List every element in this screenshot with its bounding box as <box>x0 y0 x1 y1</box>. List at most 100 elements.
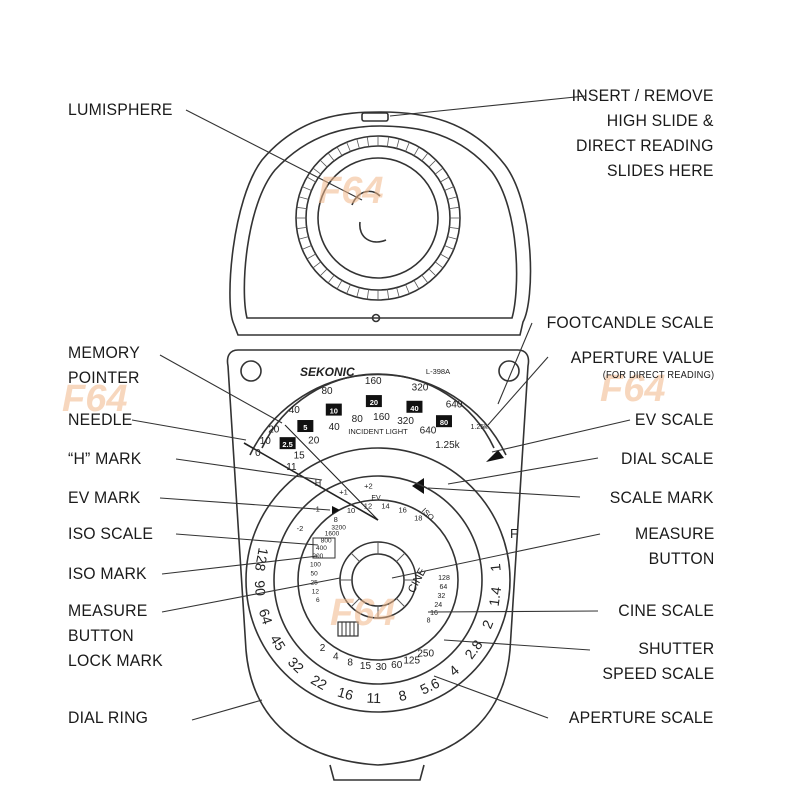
dial-scale-label: 20 <box>308 435 320 446</box>
measure-button-spoke <box>396 598 406 608</box>
lumisphere-highlight <box>359 221 387 243</box>
dial-scale-label: 40 <box>329 422 341 433</box>
leader-line <box>175 533 319 546</box>
brand-logo: SEKONIC <box>300 365 355 379</box>
incident-light-label: INCIDENT LIGHT <box>348 427 408 436</box>
label-aperture-value: APERTURE VALUE (FOR DIRECT READING) <box>570 348 714 381</box>
label-ev-scale: EV SCALE <box>635 410 714 429</box>
cine-number: 32 <box>438 593 446 600</box>
h-mark-label: H <box>315 478 322 488</box>
aperture-scale-number: 11 <box>366 690 381 707</box>
lumisphere-knurl-tick <box>444 186 454 191</box>
iso-number: 3200 <box>331 525 346 532</box>
ev-number: 18 <box>414 513 422 522</box>
aperture-scale-number: 128 <box>252 547 272 573</box>
lumisphere-highlight <box>351 190 381 206</box>
leader-line <box>159 354 283 424</box>
lumisphere-knurl-tick <box>298 236 309 240</box>
lumisphere-knurl-tick <box>296 206 307 209</box>
aperture-value-label: 20 <box>370 398 378 407</box>
aperture-scale-number: 45 <box>267 632 289 654</box>
aperture-value-box <box>279 437 296 450</box>
dial-scale-label: 1.25k <box>435 440 460 451</box>
leader-line <box>185 109 363 201</box>
aperture-value-box <box>365 395 382 408</box>
lumisphere-knurl-tick <box>366 289 369 300</box>
shutter-speed-number: 4 <box>333 651 339 662</box>
shutter-speed-number: 125 <box>403 655 420 666</box>
measure-button-spoke <box>350 552 360 562</box>
lumisphere-knurl-tick <box>440 253 450 260</box>
footcandle-tick-label: 40 <box>289 405 301 416</box>
leader-line <box>159 497 331 511</box>
iso-number: 50 <box>311 571 319 578</box>
lumisphere-knurl-tick <box>421 152 429 162</box>
lumisphere-knurl-tick <box>405 142 410 152</box>
leader-line <box>191 699 263 721</box>
iso-window <box>312 537 336 559</box>
label-dial-ring: DIAL RING <box>68 708 149 727</box>
lumisphere-knurl-tick <box>387 136 390 147</box>
leader-lines <box>131 95 631 721</box>
lumisphere-knurl-tick <box>319 159 328 168</box>
lumisphere-knurl-tick <box>319 268 328 277</box>
lumisphere-ring <box>305 145 451 291</box>
lumisphere-knurl-tick <box>336 280 343 290</box>
lumisphere-knurl-tick <box>434 261 444 269</box>
shutter-speed-number: 60 <box>391 660 403 671</box>
footcandle-tick-label: 640 <box>446 399 463 410</box>
label-insert-remove: INSERT / REMOVE HIGH SLIDE & DIRECT READ… <box>572 86 714 180</box>
lumisphere-knurl-tick <box>444 245 454 250</box>
aperture-scale-number: 4 <box>446 662 462 679</box>
aperture-value-label: 80 <box>440 418 448 427</box>
label-shutter-speed-scale: SHUTTER SPEED SCALE <box>602 639 714 683</box>
leader-line <box>443 639 591 651</box>
lumisphere-knurl-tick <box>356 287 360 298</box>
lumisphere-knurl-tick <box>387 289 390 300</box>
footcandle-tick-label: 1.25k <box>471 424 489 431</box>
hood-screw <box>371 313 381 323</box>
shutter-speed-number: 250 <box>417 648 434 659</box>
label-footcandle-scale: FOOTCANDLE SCALE <box>546 313 714 332</box>
aperture-scale-number: 5.6 <box>417 675 442 698</box>
aperture-value-box <box>325 403 342 416</box>
leader-line <box>389 95 586 117</box>
aperture-scale-number: 16 <box>336 684 356 704</box>
leader-line <box>161 555 319 575</box>
aperture-value-box <box>435 415 452 428</box>
leader-line <box>175 458 323 481</box>
aperture-f-label: F <box>510 526 518 541</box>
aperture-value-box <box>406 400 423 413</box>
ev-scale-pointer <box>486 450 504 462</box>
body-base <box>329 764 425 781</box>
shutter-speed-number: 30 <box>376 662 388 673</box>
footcandle-tick-label: 20 <box>268 425 280 436</box>
lumisphere-knurl-tick <box>428 268 437 277</box>
leader-line <box>491 419 631 453</box>
iso-number: 1600 <box>325 531 340 538</box>
footcandle-tick-label: 320 <box>412 383 429 394</box>
corner-screw <box>498 360 520 382</box>
needle <box>243 442 379 521</box>
watermark-top: F64 <box>318 170 384 212</box>
lumisphere-knurl-tick <box>346 284 351 294</box>
lumisphere-knurl-tick <box>312 167 322 175</box>
lumisphere-knurl-tick <box>434 167 444 175</box>
label-iso-scale: ISO SCALE <box>68 524 154 543</box>
lumisphere-knurl-tick <box>405 284 410 294</box>
label-memory-pointer: MEMORY POINTER <box>68 343 140 387</box>
lumisphere-knurl-tick <box>447 236 458 240</box>
label-lumisphere: LUMISPHERE <box>68 100 173 119</box>
leader-line <box>427 610 599 613</box>
scale-mark-triangle <box>412 478 424 494</box>
lumisphere-knurl-tick <box>440 176 450 183</box>
aperture-scale-number: 2.8 <box>461 637 486 662</box>
label-measure-button-lock-mark: MEASURE BUTTON LOCK MARK <box>68 601 163 670</box>
lumisphere-knurl-tick <box>356 138 360 149</box>
label-iso-mark: ISO MARK <box>68 564 147 583</box>
window-arc-inner <box>261 373 495 449</box>
corner-screw <box>240 360 262 382</box>
watermark-bottom: F64 <box>330 592 396 634</box>
lumisphere-dome <box>317 157 439 279</box>
ev-number: 16 <box>398 505 406 514</box>
